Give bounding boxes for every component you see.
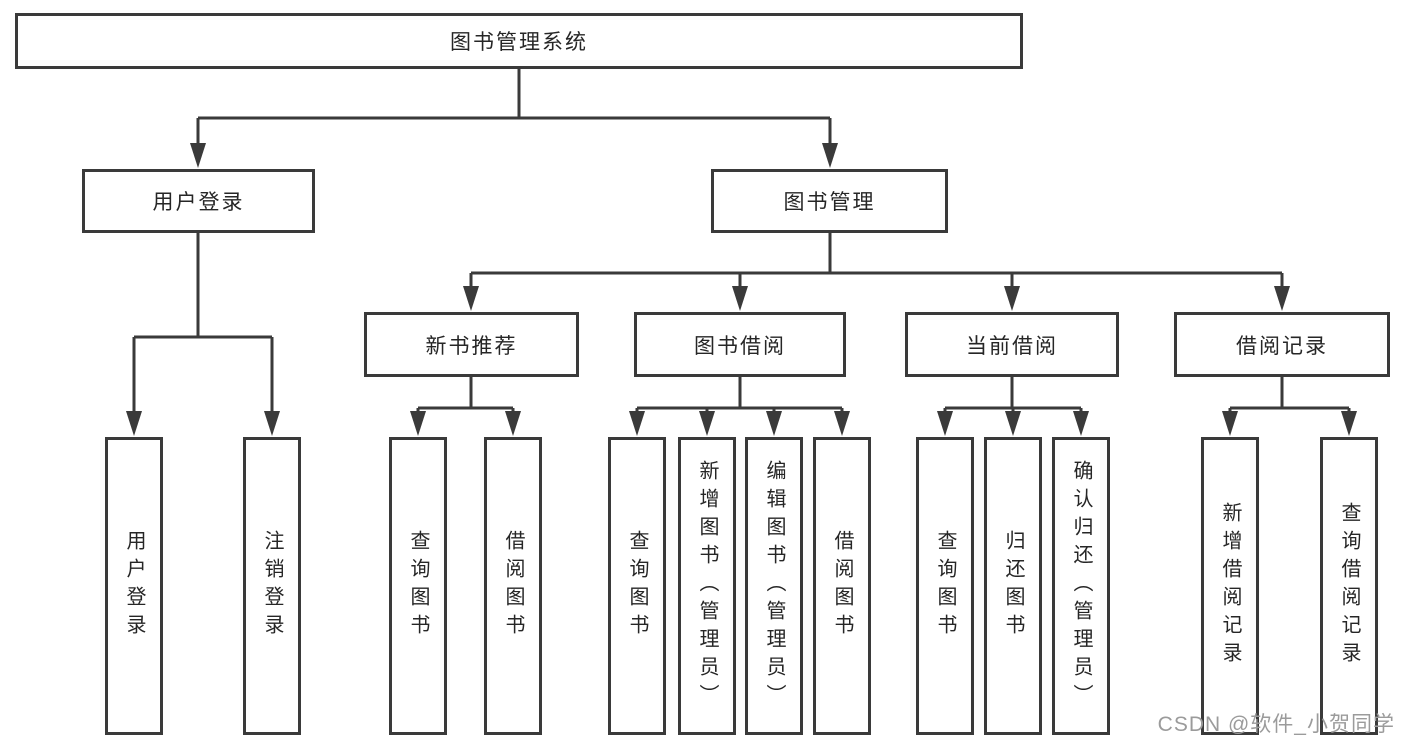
leaf-return-books-label: 归还图书: [1002, 530, 1024, 642]
node-book-management: 图书管理: [711, 169, 948, 233]
leaf-query-borrow-record: 查询借阅记录: [1320, 437, 1378, 735]
leaf-confirm-return-admin: 确认归还（管理员）: [1052, 437, 1110, 735]
leaf-borrow-books-recommendation: 借阅图书: [484, 437, 542, 735]
connector-book-borrowing-children: [635, 377, 844, 413]
connector-book-management-children: [469, 233, 1284, 290]
node-book-borrowing-label: 图书借阅: [694, 334, 786, 358]
leaf-add-book-admin-label: 新增图书（管理员）: [696, 460, 718, 712]
leaf-query-books-recommendation-label: 查询图书: [407, 530, 429, 642]
node-book-management-label: 图书管理: [783, 191, 876, 214]
node-new-book-recommendation: 新书推荐: [364, 312, 579, 377]
leaf-borrow-books-recommendation-label: 借阅图书: [502, 530, 524, 642]
node-user-login: 用户登录: [82, 169, 315, 233]
leaf-logout-login-label: 注销登录: [261, 530, 283, 642]
leaf-query-books-borrowing: 查询图书: [608, 437, 666, 735]
leaf-query-books-current: 查询图书: [916, 437, 974, 735]
node-new-book-recommendation-label: 新书推荐: [425, 334, 518, 358]
node-borrowing-records-label: 借阅记录: [1236, 334, 1328, 358]
leaf-query-books-current-label: 查询图书: [934, 530, 956, 642]
leaf-borrow-books-borrowing-label: 借阅图书: [831, 530, 853, 642]
node-borrowing-records: 借阅记录: [1174, 312, 1390, 377]
connector-borrow-records-children: [1228, 377, 1351, 413]
node-root: 图书管理系统: [15, 13, 1023, 69]
leaf-add-book-admin: 新增图书（管理员）: [678, 437, 736, 735]
leaf-return-books: 归还图书: [984, 437, 1042, 735]
leaf-edit-book-admin-label: 编辑图书（管理员）: [763, 460, 785, 712]
leaf-edit-book-admin: 编辑图书（管理员）: [745, 437, 803, 735]
leaf-logout-login: 注销登录: [243, 437, 301, 735]
leaf-confirm-return-admin-label: 确认归还（管理员）: [1070, 460, 1092, 712]
node-book-borrowing: 图书借阅: [634, 312, 846, 377]
connector-new-book-rec-children: [416, 377, 515, 413]
arrowheads: [126, 143, 1357, 436]
leaf-user-login-label: 用户登录: [123, 530, 145, 642]
node-root-label: 图书管理系统: [450, 31, 588, 54]
node-current-borrowing-label: 当前借阅: [966, 334, 1058, 358]
csdn-watermark: CSDN @软件_小贺同学: [1157, 713, 1395, 736]
connector-current-borrow-children: [943, 377, 1083, 413]
leaf-query-books-borrowing-label: 查询图书: [626, 530, 648, 642]
leaf-query-borrow-record-label: 查询借阅记录: [1338, 502, 1360, 670]
leaf-borrow-books-borrowing: 借阅图书: [813, 437, 871, 735]
node-user-login-label: 用户登录: [152, 191, 245, 214]
leaf-add-borrow-record-label: 新增借阅记录: [1219, 502, 1241, 670]
leaf-user-login: 用户登录: [105, 437, 163, 735]
node-current-borrowing: 当前借阅: [905, 312, 1119, 377]
connector-root-to-level2: [196, 69, 832, 146]
leaf-add-borrow-record: 新增借阅记录: [1201, 437, 1259, 735]
leaf-query-books-recommendation: 查询图书: [389, 437, 447, 735]
connector-user-login-children: [132, 233, 274, 413]
